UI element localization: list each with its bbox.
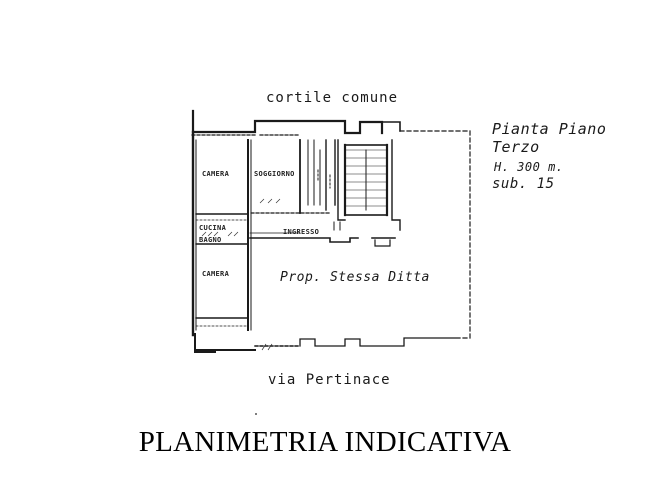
plan-walls	[191, 109, 471, 353]
room-label-camera-2: CAMERA	[202, 270, 230, 278]
room-label-cucina: CUCINA	[199, 224, 227, 232]
room-label-ingresso: INGRESSO	[283, 228, 320, 236]
plan-caption: PLANIMETRIA INDICATIVA	[138, 426, 512, 458]
street-label-top: cortile comune	[266, 90, 399, 106]
page-dot-mark	[255, 413, 257, 415]
room-label-soggiorno: SOGGIORNO	[254, 170, 295, 178]
plan-note-title: Pianta Piano	[492, 120, 607, 138]
street-label-bottom: via Pertinace	[268, 372, 391, 388]
hatching-marks	[201, 198, 281, 351]
adjacent-property-label: Prop. Stessa Ditta	[280, 270, 430, 285]
room-label-camera: CAMERA	[202, 170, 230, 178]
plan-note-height: H. 300 m.	[494, 160, 564, 174]
plan-note-floor: Terzo	[492, 138, 540, 156]
room-label-bagno: BAGNO	[199, 236, 222, 244]
plan-note-sub: sub. 15	[492, 176, 555, 192]
